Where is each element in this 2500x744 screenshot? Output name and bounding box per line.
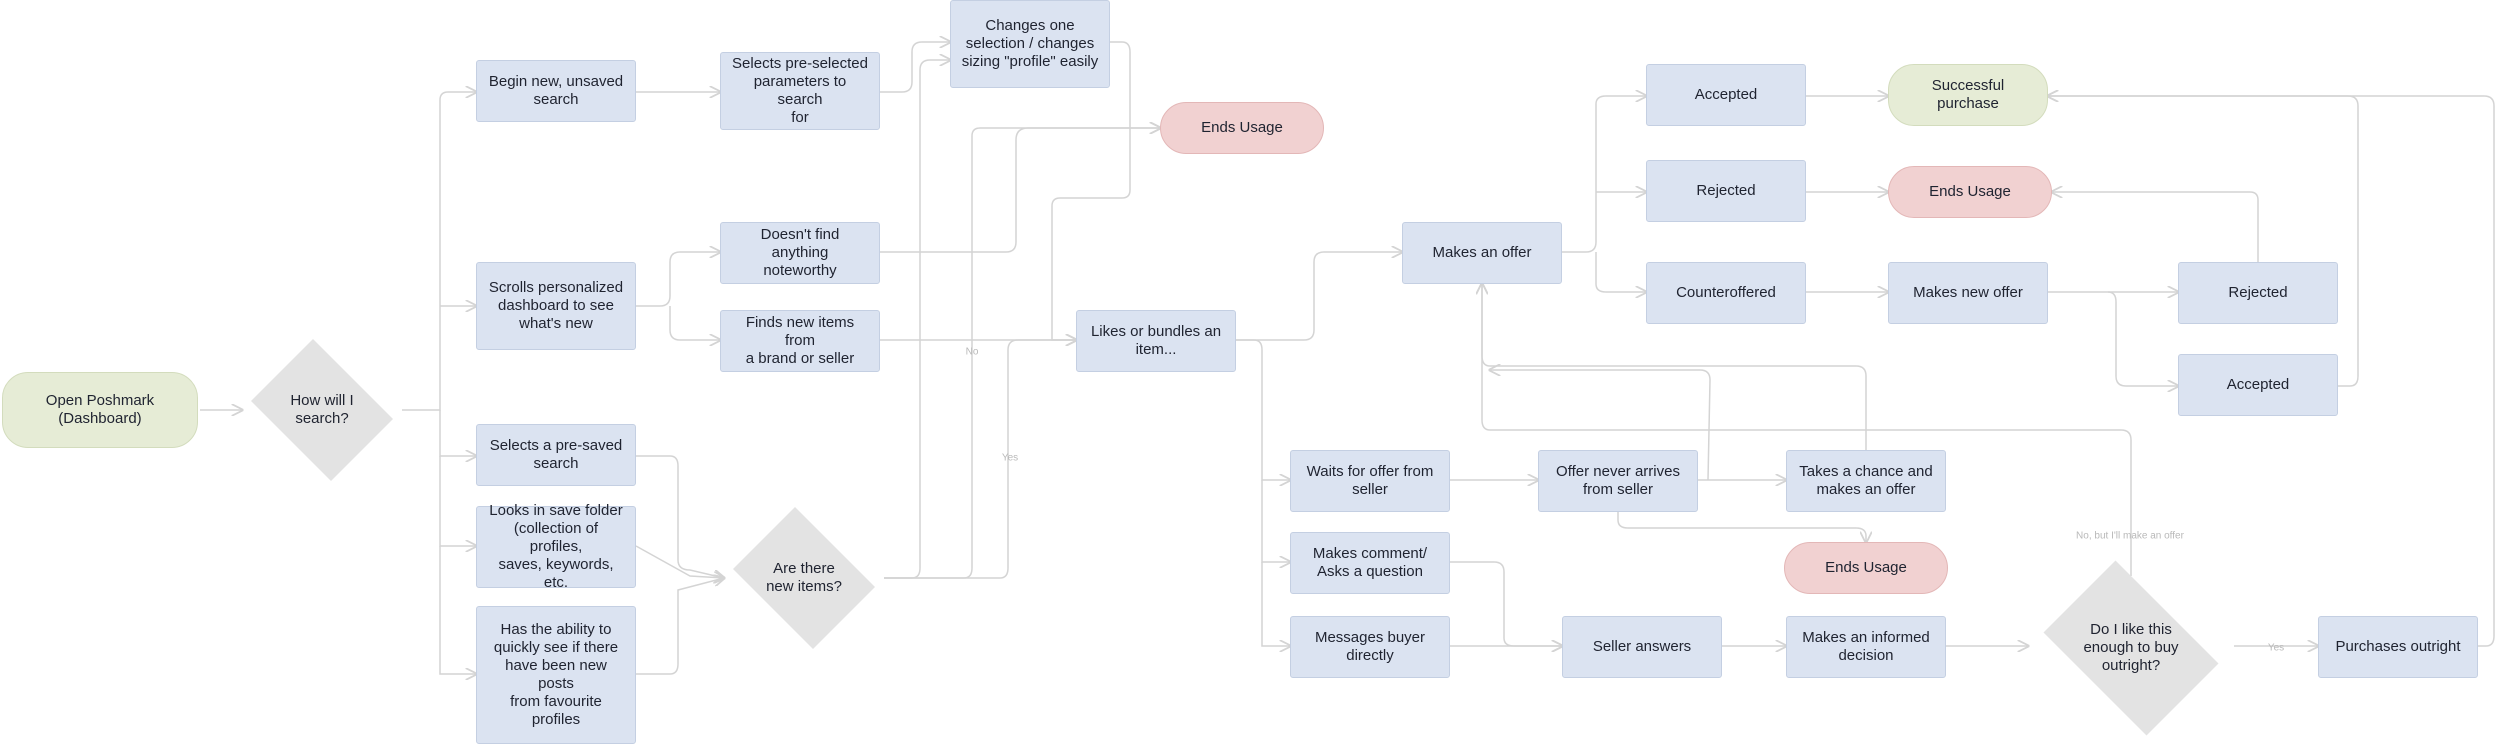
- edge-folder-to-decision: [635, 545, 724, 578]
- edge-changes-to-likes: [1051, 41, 1131, 340]
- edge-offer-counter: [1595, 252, 1646, 292]
- decision-label: Do I like this enough to buy outright?: [2083, 621, 2179, 674]
- node-offer-never-arrives: Offer never arrives from seller: [1538, 450, 1698, 512]
- edge-never-to-ends: [1617, 512, 1866, 542]
- node-accepted-1: Accepted: [1646, 64, 1806, 126]
- node-rejected-2: Rejected: [2178, 262, 2338, 324]
- edge-comment-to-answers: [1450, 561, 1562, 646]
- edge-to-begin-new: [402, 92, 476, 411]
- node-accepted-2: Accepted: [2178, 354, 2338, 416]
- node-purchases-outright: Purchases outright: [2318, 616, 2478, 678]
- node-makes-comment: Makes comment/ Asks a question: [1290, 532, 1450, 594]
- edge-likes-to-offer: [1236, 252, 1402, 341]
- edge-scrolls-to-doesnt: [636, 252, 720, 307]
- node-makes-an-offer: Makes an offer: [1402, 222, 1562, 284]
- edge-scrolls-to-finds: [669, 306, 720, 340]
- edge-to-selects-saved: [439, 410, 476, 456]
- node-counteroffered: Counteroffered: [1646, 262, 1806, 324]
- edge-label-yes-buy: Yes: [2267, 642, 2285, 654]
- node-ends-usage-2: Ends Usage: [1888, 166, 2052, 218]
- decision-are-there-new-items: Are there new items?: [724, 516, 884, 640]
- decision-label: How will I search?: [290, 392, 354, 427]
- decision-label: Are there new items?: [766, 560, 842, 595]
- edge-to-has-ability: [439, 546, 476, 674]
- edge-newoffer-to-accepted: [2107, 291, 2178, 386]
- node-ends-usage-3: Ends Usage: [1784, 542, 1948, 594]
- edge-offer-accepted: [1562, 96, 1646, 253]
- node-has-ability: Has the ability to quickly see if there …: [476, 606, 636, 744]
- node-looks-in-folder: Looks in save folder (collection of prof…: [476, 502, 636, 591]
- node-open-poshmark: Open Poshmark (Dashboard): [2, 372, 198, 448]
- edge-likes-to-comment: [1261, 480, 1290, 562]
- node-changes-one-selection: Changes one selection / changes sizing "…: [950, 0, 1110, 88]
- decision-do-i-like-this: Do I like this enough to buy outright?: [2028, 576, 2234, 720]
- node-doesnt-find: Doesn't find anything noteworthy: [720, 222, 880, 284]
- node-successful-purchase: Successful purchase: [1888, 64, 2048, 126]
- edge-likes-to-messages: [1261, 562, 1290, 646]
- edge-likes-to-waits: [1236, 339, 1290, 480]
- edge-to-looks-folder: [439, 456, 476, 546]
- edge-label-no: No: [965, 346, 979, 358]
- edge-decision-yes: [884, 340, 1076, 579]
- edge-accepted2-to-success: [2048, 96, 2359, 387]
- edge-purchase-to-success: [2048, 96, 2495, 647]
- edge-params-to-changes: [880, 42, 950, 93]
- edge-rejected2-to-ends: [2052, 192, 2259, 262]
- edge-saved-to-decision: [636, 455, 724, 578]
- node-ends-usage-1: Ends Usage: [1160, 102, 1324, 154]
- node-messages-buyer: Messages buyer directly: [1290, 616, 1450, 678]
- node-seller-answers: Seller answers: [1562, 616, 1722, 678]
- node-selects-pre-saved: Selects a pre-saved search: [476, 424, 636, 486]
- node-likes-or-bundles: Likes or bundles an item...: [1076, 310, 1236, 372]
- edge-label-yes: Yes: [1001, 452, 1019, 464]
- node-finds-new-items: Finds new items from a brand or seller: [720, 310, 880, 372]
- node-scrolls-dashboard: Scrolls personalized dashboard to see wh…: [476, 262, 636, 350]
- node-makes-new-offer: Makes new offer: [1888, 262, 2048, 324]
- node-informed-decision: Makes an informed decision: [1786, 616, 1946, 678]
- edge-decision-to-offer: [1482, 284, 2132, 576]
- edge-never-loop: [1490, 370, 1711, 481]
- node-takes-a-chance: Takes a chance and makes an offer: [1786, 450, 1946, 512]
- node-begin-new-search: Begin new, unsaved search: [476, 60, 636, 122]
- edge-decision-to-changes: [884, 60, 950, 579]
- node-rejected-1: Rejected: [1646, 160, 1806, 222]
- edge-ability-to-decision: [636, 578, 724, 675]
- decision-how-will-i-search: How will I search?: [242, 348, 402, 472]
- edge-doesnt-to-ends: [880, 128, 1160, 253]
- edge-label-no-but-offer: No, but I'll make an offer: [2076, 530, 2184, 542]
- node-selects-parameters: Selects pre-selected parameters to searc…: [720, 52, 880, 130]
- node-waits-for-offer: Waits for offer from seller: [1290, 450, 1450, 512]
